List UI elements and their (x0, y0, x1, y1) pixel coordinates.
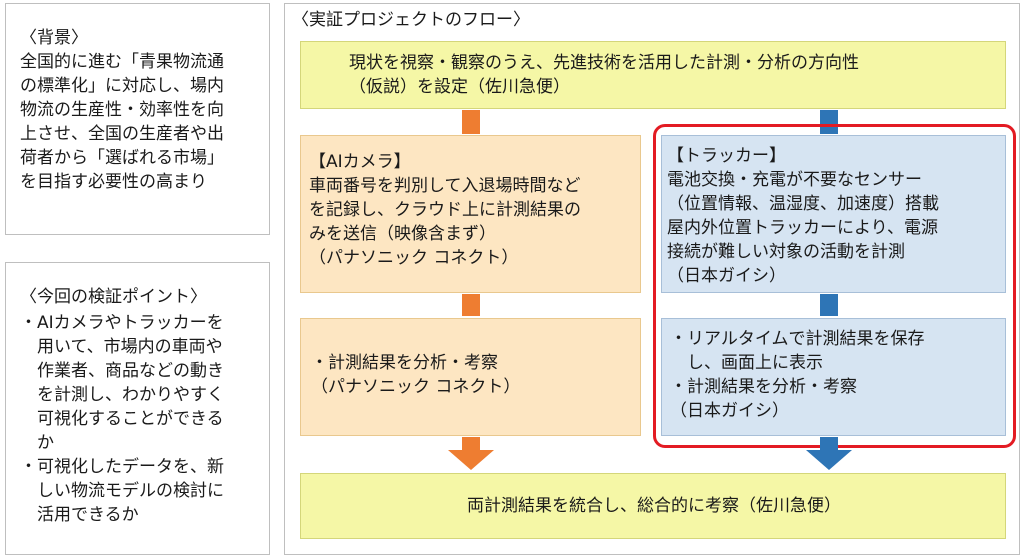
verification-panel: 〈今回の検証ポイント〉 ・AIカメラやトラッカーを 用いて、市場内の車両や 作業… (5, 262, 270, 555)
background-body: 全国的に進む「青果物流通 の標準化」に対応し、場内 物流の生産性・効率性を向 上… (20, 52, 224, 192)
blue-arrow-head (806, 450, 852, 470)
ai-analysis-text: ・計測結果を分析・考察 （パナソニック コネクト） (311, 353, 521, 397)
background-heading: 〈背景〉 (20, 28, 88, 48)
tracker-box: 【トラッカー】 電池交換・充電が不要なセンサー （位置情報、温湿度、加速度）搭載… (661, 135, 1006, 293)
ai-analysis-box: ・計測結果を分析・考察 （パナソニック コネクト） (300, 318, 641, 436)
ai-camera-box: 【AIカメラ】 車両番号を判別して入退場時間など を記録し、クラウド上に計測結果… (300, 135, 641, 293)
orange-arrow-head (448, 450, 494, 470)
orange-arrow-shaft (462, 437, 480, 451)
background-panel: 〈背景〉 全国的に進む「青果物流通 の標準化」に対応し、場内 物流の生産性・効率… (5, 3, 270, 235)
ai-camera-text: 【AIカメラ】 車両番号を判別して入退場時間など を記録し、クラウド上に計測結果… (309, 152, 581, 268)
flow-bottom-box: 両計測結果を統合し、総合的に考察（佐川急便） (300, 473, 1006, 539)
orange-connector-2 (462, 294, 480, 316)
verification-points: ・AIカメラやトラッカーを 用いて、市場内の車両や 作業者、商品などの動き を計… (20, 313, 224, 525)
flow-top-text: 現状を視察・観察のうえ、先進技術を活用した計測・分析の方向性 （仮説）を設定（佐… (349, 53, 859, 97)
verification-heading: 〈今回の検証ポイント〉 (20, 287, 207, 307)
orange-connector-1 (462, 110, 480, 134)
blue-arrow-shaft (820, 437, 838, 451)
blue-connector-1 (820, 110, 838, 134)
flow-bottom-text: 両計測結果を統合し、総合的に考察（佐川急便） (467, 496, 841, 516)
tracker-analysis-text: ・リアルタイムで計測結果を保存 し、画面上に表示 ・計測結果を分析・考察 （日本… (670, 329, 925, 421)
flow-top-box: 現状を視察・観察のうえ、先進技術を活用した計測・分析の方向性 （仮説）を設定（佐… (300, 41, 1006, 109)
tracker-text: 【トラッカー】 電池交換・充電が不要なセンサー （位置情報、温湿度、加速度）搭載… (667, 146, 939, 286)
tracker-analysis-box: ・リアルタイムで計測結果を保存 し、画面上に表示 ・計測結果を分析・考察 （日本… (661, 318, 1006, 436)
flow-heading: 〈実証プロジェクトのフロー〉 (292, 10, 530, 30)
blue-connector-2 (820, 294, 838, 316)
